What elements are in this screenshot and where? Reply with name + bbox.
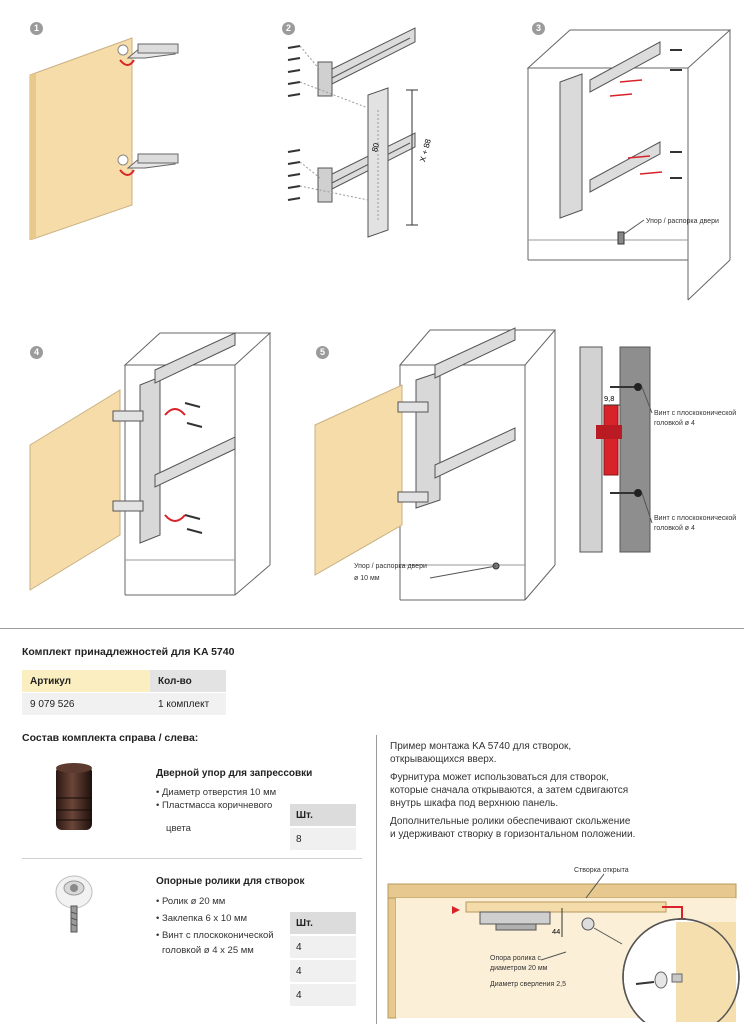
step-1-diagram [29, 37, 179, 240]
door-stop-title: Дверной упор для запрессовки [156, 768, 313, 779]
drill-diameter-label: Диаметр сверления 2,5 [490, 981, 566, 988]
qty-header: Шт. [290, 912, 356, 935]
screw-label-top: Винт с плоскоконической [654, 409, 736, 417]
screw-label-top-2: головкой ø 4 [654, 419, 695, 427]
step-number-4: 4 [30, 346, 43, 359]
qty-cell: 4 [290, 934, 356, 959]
step-3-diagram: Упор / распорка двери [526, 29, 732, 301]
qty-cell: 4 [290, 982, 356, 1006]
spec-item: Винт с плоскоконической [156, 929, 274, 942]
roller-support-label-2: диаметром 20 мм [490, 965, 548, 972]
description-line: открывающихся вверх. [390, 754, 497, 765]
door-stop-qty-table: Шт. 8 [290, 804, 356, 850]
roller-title: Опорные ролики для створок [156, 876, 305, 887]
step-number-2: 2 [282, 22, 295, 35]
qty-cell: 8 [290, 826, 356, 850]
door-stop-specs: Диаметр отверстия 10 мм Пластмасса корич… [156, 786, 276, 812]
accessory-kit-table: Артикул Кол-во 9 079 526 1 комплект [22, 670, 226, 715]
item-divider [22, 858, 362, 859]
spec-continuation: головкой ø 4 x 25 мм [162, 945, 254, 956]
description-line: Фурнитура может использоваться для створ… [390, 772, 609, 783]
accessory-kit-title: Комплект принадлежностей для KA 5740 [22, 646, 235, 658]
step-4-diagram [29, 332, 272, 596]
roller-support-label: Опора ролика с [490, 955, 542, 962]
door-stop-label-5: Упор / распорка двери [354, 563, 427, 570]
step-5-diagram: Упор / распорка двери ø 10 мм [314, 327, 557, 601]
spec-item: Диаметр отверстия 10 мм [156, 786, 276, 799]
roller-specs: Ролик ø 20 мм Заклепка 6 x 10 мм Винт с … [156, 895, 274, 942]
description-line: Пример монтажа KA 5740 для створок, [390, 741, 572, 752]
door-stop-diameter-5: ø 10 мм [354, 575, 380, 582]
kit-contents-title: Состав комплекта справа / слева: [22, 732, 199, 744]
step-number-5: 5 [316, 346, 329, 359]
dim-44-label: 44 [552, 927, 560, 936]
screw-label-bottom: Винт с плоскоконической [654, 514, 736, 522]
roller-image [55, 875, 93, 933]
description-line: внутрь шкафа под верхнюю панель. [390, 798, 559, 809]
spec-continuation: цвета [166, 823, 191, 834]
flap-mounting-diagram: 44 Створка открыта Опора ролика с диамет… [387, 867, 740, 1022]
dim-x88-label: X + 88 [418, 137, 433, 162]
description-line: и удерживают створку в горизонтальном по… [390, 829, 636, 840]
table-row: 9 079 526 1 комплект [22, 692, 226, 715]
qty-header: Шт. [290, 804, 356, 827]
column-divider [376, 735, 377, 1024]
door-stop-label-3: Упор / распорка двери [646, 218, 719, 225]
description-line: которые сначала открываются, а затем сдв… [390, 785, 629, 796]
roller-qty-table: Шт. 4 4 4 [290, 912, 356, 1006]
flap-open-label: Створка открыта [574, 867, 629, 874]
spec-item: Заклепка 6 x 10 мм [156, 912, 274, 925]
step-number-1: 1 [30, 22, 43, 35]
quantity-cell: 1 комплект [150, 692, 226, 715]
dim-80-label: 80 [370, 141, 381, 152]
spec-item: Пластмасса коричневого [156, 799, 276, 812]
column-header-article: Артикул [22, 670, 150, 693]
dim-98-label: 9,8 [604, 394, 614, 403]
detail-section-diagram: 9,8 Винт с плоскоконической головкой ø 4… [579, 346, 736, 553]
door-stop-image [56, 763, 92, 830]
column-header-quantity: Кол-во [150, 670, 226, 693]
description-line: Дополнительные ролики обеспечивают сколь… [390, 816, 631, 827]
step-number-3: 3 [532, 22, 545, 35]
article-number-cell: 9 079 526 [22, 692, 150, 715]
qty-cell: 4 [290, 958, 356, 983]
section-divider [0, 628, 744, 629]
step-2-diagram: 80 X + 88 [287, 27, 433, 238]
spec-item: Ролик ø 20 мм [156, 895, 274, 908]
screw-label-bottom-2: головкой ø 4 [654, 524, 695, 532]
description-block: Пример монтажа KA 5740 для створок, откр… [390, 740, 635, 841]
